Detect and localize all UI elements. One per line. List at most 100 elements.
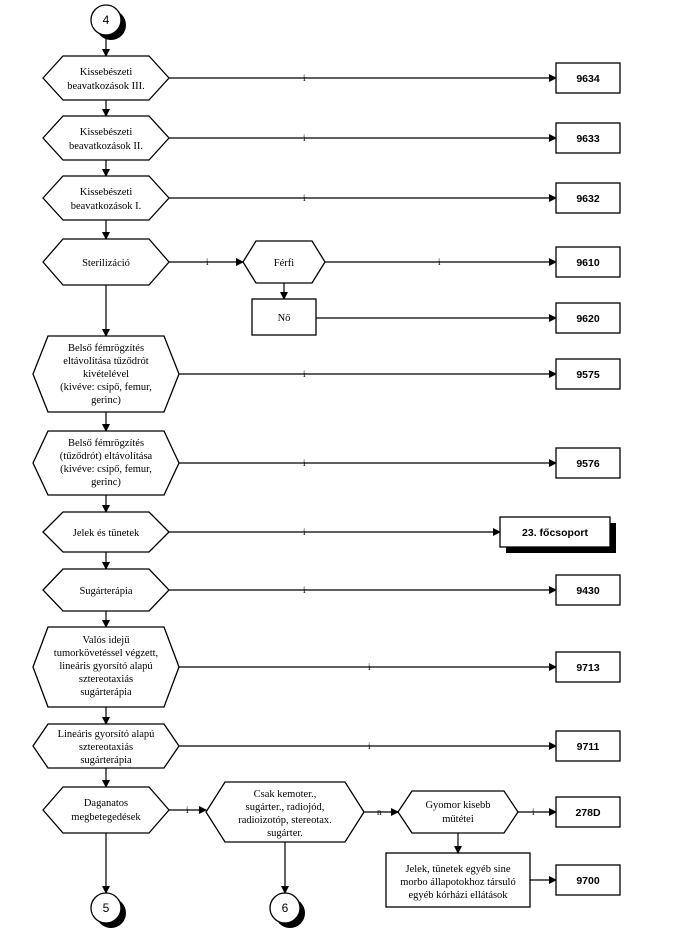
edge-label: i <box>186 805 189 815</box>
node-label-line: eltávolítása tűződrót <box>63 356 149 367</box>
node-label-line: Nő <box>278 313 291 324</box>
code-label: 9430 <box>576 585 600 597</box>
node-label-line: gerinc) <box>91 477 121 488</box>
code-label: 278D <box>575 807 601 819</box>
edge-label: i <box>532 807 535 817</box>
code-box-278d: 278D <box>555 796 621 828</box>
code-label: 9620 <box>576 313 600 325</box>
connector-6: 6 <box>269 892 305 928</box>
node-label-line: sugárter., radiojód, <box>246 802 325 813</box>
node-label-line: Csak kemoter., <box>254 789 317 800</box>
connector-label: 6 <box>282 901 289 915</box>
code-box-9620: 9620 <box>555 302 621 334</box>
decision-fem-eltavolitas: Belső fémrögzítés eltávolítása tűződrót … <box>32 335 180 413</box>
edge-label: i <box>368 662 371 672</box>
edge-label: i <box>303 585 306 595</box>
node-label-line: sztereotaxiás <box>79 674 133 685</box>
edge-label: i <box>368 741 371 751</box>
connector-4: 4 <box>90 4 126 40</box>
decision-sterilizacio: Sterilizáció <box>42 238 170 286</box>
code-label: 9713 <box>576 662 600 674</box>
node-label-line: Kissebészeti <box>80 67 133 78</box>
decision-kissebeszeti-ii: Kissebészeti beavatkozások II. <box>42 115 170 161</box>
node-label-line: sztereotaxiás <box>79 742 133 753</box>
edge-label: i <box>303 527 306 537</box>
node-label-line: beavatkozások I. <box>71 201 142 212</box>
node-label-line: radioizotóp, stereotax. <box>238 815 332 826</box>
node-label-line: műtétei <box>442 814 474 825</box>
decision-sugarterapia: Sugárterápia <box>42 568 170 612</box>
node-label-line: Jelek és tünetek <box>73 528 140 539</box>
code-box-9430: 9430 <box>555 574 621 606</box>
edge-label: i <box>438 257 441 267</box>
code-label: 9711 <box>577 741 600 753</box>
node-label-line: Belső fémrögzítés <box>68 438 144 449</box>
node-label-line: sugárterápia <box>80 755 132 766</box>
code-box-9610: 9610 <box>555 246 621 278</box>
code-box-focsoport: 23. főcsoport <box>499 516 616 553</box>
code-box-9700: 9700 <box>555 864 621 896</box>
code-label: 9632 <box>576 193 600 205</box>
node-label-line: (kivéve: csípő, femur, <box>60 464 152 475</box>
node-label-line: Kissebészeti <box>80 127 133 138</box>
decision-kissebeszeti-i: Kissebészeti beavatkozások I. <box>42 175 170 221</box>
box-no: Nő <box>251 298 317 336</box>
edge-label: i <box>206 257 209 267</box>
node-label-line: beavatkozások III. <box>67 81 145 92</box>
node-label-line: Sterilizáció <box>82 258 130 269</box>
node-label-line: lineáris gyorsító alapú <box>59 661 153 672</box>
decision-valos-ideju: Valós idejű tumorkövetéssel végzett, lin… <box>32 626 180 708</box>
node-label-line: Belső fémrögzítés <box>68 343 144 354</box>
node-label-line: gerinc) <box>91 395 121 406</box>
code-label: 9633 <box>576 133 600 145</box>
node-label-line: Jelek, tünetek egyéb sine <box>406 864 511 875</box>
connector-label: 4 <box>103 13 110 27</box>
node-label-line: sugárter. <box>267 828 303 839</box>
node-label-line: sugárterápia <box>80 687 132 698</box>
decision-gyomor: Gyomor kisebb műtétei <box>397 790 519 834</box>
code-box-9576: 9576 <box>555 447 621 479</box>
node-label-line: beavatkozások II. <box>69 141 143 152</box>
decision-ferfi: Férfi <box>242 240 326 284</box>
code-box-9634: 9634 <box>555 62 621 94</box>
decision-csak-kemoter: Csak kemoter., sugárter., radiojód, radi… <box>205 781 365 843</box>
edge-label: i <box>303 458 306 468</box>
code-box-9575: 9575 <box>555 358 621 390</box>
connector-5: 5 <box>90 892 126 928</box>
node-label-line: tumorkövetéssel végzett, <box>54 648 158 659</box>
code-label: 23. főcsoport <box>522 527 588 539</box>
edge-label: i <box>303 133 306 143</box>
node-label-line: Valós idejű <box>83 635 131 646</box>
box-jelek-egyeb: Jelek, tünetek egyéb sine morbo állapoto… <box>385 852 531 908</box>
decision-kissebeszeti-iii: Kissebészeti beavatkozások III. <box>42 55 170 101</box>
node-label-line: Lineáris gyorsító alapú <box>58 729 156 740</box>
code-label: 9700 <box>576 875 600 887</box>
code-box-9633: 9633 <box>555 122 621 154</box>
node-label-line: morbo állapotokhoz társuló <box>400 877 515 888</box>
code-label: 9610 <box>576 257 600 269</box>
decision-tuzodrot-eltavolitas: Belső fémrögzítés (tűződrót) eltávolítás… <box>32 430 180 496</box>
node-label-line: Férfi <box>274 258 294 269</box>
code-box-9713: 9713 <box>555 651 621 683</box>
node-label-line: Sugárterápia <box>79 586 132 597</box>
node-label-line: Gyomor kisebb <box>425 800 490 811</box>
code-label: 9576 <box>576 458 600 470</box>
edge-label: i <box>303 193 306 203</box>
edge-label: n <box>377 807 382 817</box>
decision-linearis-gyorsito: Lineáris gyorsító alapú sztereotaxiás su… <box>32 723 180 769</box>
edge-label: i <box>303 73 306 83</box>
connector-label: 5 <box>103 901 110 915</box>
node-label-line: egyéb kórházi ellátások <box>408 890 508 901</box>
edge-label: i <box>303 369 306 379</box>
code-box-9711: 9711 <box>555 730 621 762</box>
decision-daganatos: Daganatos megbetegedések <box>42 786 170 834</box>
node-label-line: kivételével <box>83 369 129 380</box>
node-label-line: Daganatos <box>84 798 128 809</box>
code-label: 9575 <box>576 369 600 381</box>
code-label: 9634 <box>576 73 600 85</box>
node-label-line: megbetegedések <box>71 812 141 823</box>
decision-jelek-es-tunetek: Jelek és tünetek <box>42 511 170 553</box>
node-label-line: (tűződrót) eltávolítása <box>60 451 153 462</box>
code-box-9632: 9632 <box>555 182 621 214</box>
